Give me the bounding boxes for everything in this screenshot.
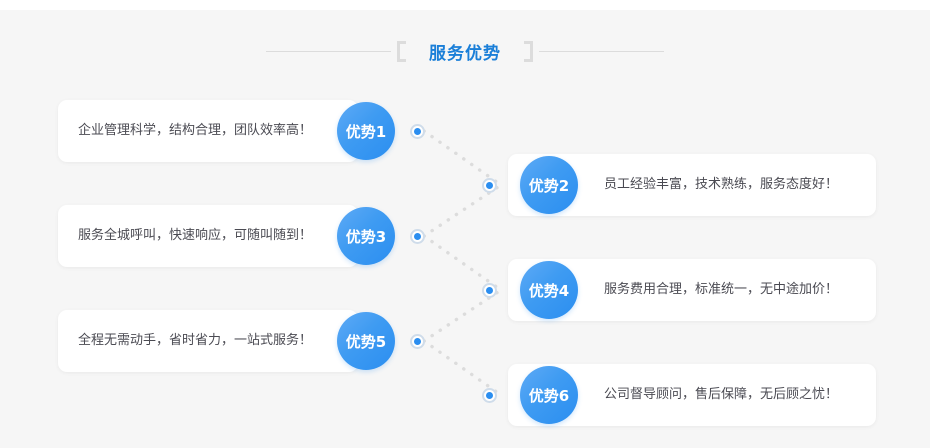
advantage-badge-1[interactable]: 优势1 [337,102,395,160]
advantage-badge-3[interactable]: 优势3 [337,207,395,265]
advantage-badge-4[interactable]: 优势4 [520,261,578,319]
advantage-row-4[interactable]: 服务费用合理，标准统一，无中途加价！ 优势4 [482,259,876,321]
node-dot-4[interactable] [482,283,497,298]
node-dot-2[interactable] [482,178,497,193]
advantage-text-1: 企业管理科学，结构合理，团队效率高！ [78,123,313,138]
advantage-row-2[interactable]: 员工经验丰富，技术熟练，服务态度好！ 优势2 [482,154,876,216]
advantage-text-6: 公司督导顾问，售后保障，无后顾之忧！ [604,387,839,402]
node-dot-5[interactable] [410,334,425,349]
bracket-left-icon [397,40,406,62]
advantage-card-1[interactable]: 企业管理科学，结构合理，团队效率高！ [58,100,358,162]
advantage-text-5: 全程无需动手，省时省力，一站式服务！ [78,333,313,348]
node-dot-3[interactable] [410,229,425,244]
advantage-text-2: 员工经验丰富，技术熟练，服务态度好！ [604,177,839,192]
advantage-card-5[interactable]: 全程无需动手，省时省力，一站式服务！ [58,310,358,372]
advantage-badge-2[interactable]: 优势2 [520,156,578,214]
advantage-card-3[interactable]: 服务全城呼叫，快速响应，可随叫随到！ [58,205,358,267]
bracket-right-icon [524,40,533,62]
header-rule-left [266,50,391,52]
advantage-row-6[interactable]: 公司督导顾问，售后保障，无后顾之忧！ 优势6 [482,364,876,426]
advantage-text-3: 服务全城呼叫，快速响应，可随叫随到！ [78,228,313,243]
advantage-row-1[interactable]: 企业管理科学，结构合理，团队效率高！ 优势1 [58,100,425,162]
node-dot-6[interactable] [482,388,497,403]
advantage-row-3[interactable]: 服务全城呼叫，快速响应，可随叫随到！ 优势3 [58,205,425,267]
section-header: 服务优势 [0,36,930,66]
advantage-badge-5[interactable]: 优势5 [337,312,395,370]
advantage-row-5[interactable]: 全程无需动手，省时省力，一站式服务！ 优势5 [58,310,425,372]
advantage-text-4: 服务费用合理，标准统一，无中途加价！ [604,282,839,297]
node-dot-1[interactable] [410,124,425,139]
advantage-badge-6[interactable]: 优势6 [520,366,578,424]
page-title: 服务优势 [429,43,501,63]
header-rule-right [539,50,664,52]
